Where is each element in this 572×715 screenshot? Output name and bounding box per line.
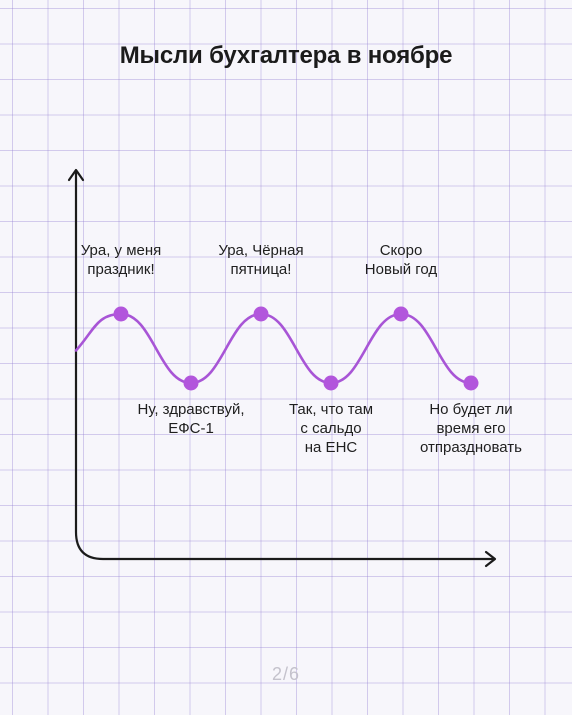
axes [67, 168, 497, 568]
data-label-line: с сальдо [300, 420, 361, 437]
data-label-line: Так, что там [289, 401, 373, 418]
chart-title: Мысли бухгалтера в ноябре [119, 42, 453, 69]
y-axis [74, 170, 496, 561]
data-points [113, 306, 479, 391]
data-point-3 [253, 306, 269, 322]
data-point-6 [463, 375, 479, 391]
data-label-line: праздник! [87, 261, 154, 278]
data-label-line: Новый год [365, 261, 438, 278]
y-axis-arrow [67, 168, 85, 182]
data-label-3: Ура, Чёрная пятница! [218, 242, 303, 278]
data-label-line: ЕФС-1 [168, 420, 214, 437]
data-label-4: Так, что там с сальдо на ЕНС [289, 401, 373, 456]
series-line [74, 312, 473, 385]
data-label-6: Но будет ли время его отпраздновать [420, 401, 522, 456]
data-label-1: Ура, у меня праздник! [81, 242, 162, 278]
data-label-line: Ура, Чёрная [218, 242, 303, 259]
data-label-line: отпраздновать [420, 439, 522, 456]
data-point-2 [183, 375, 199, 391]
data-labels: Ура, у меня праздник! Ну, здравствуй, ЕФС-1… [81, 242, 522, 456]
data-point-4 [323, 375, 339, 391]
x-axis-arrow [484, 550, 497, 568]
data-point-1 [113, 306, 129, 322]
data-label-line: на ЕНС [305, 439, 358, 456]
page-counter: 2/6 [271, 664, 301, 684]
data-point-5 [393, 306, 409, 322]
data-label-2: Ну, здравствуй, ЕФС-1 [137, 401, 244, 437]
data-label-line: Ура, у меня [81, 242, 162, 259]
data-label-line: Ну, здравствуй, [137, 401, 244, 418]
data-label-line: Но будет ли [429, 401, 512, 418]
data-label-line: Скоро [380, 242, 423, 259]
data-label-line: время его [436, 420, 505, 437]
data-label-line: пятница! [231, 261, 292, 278]
